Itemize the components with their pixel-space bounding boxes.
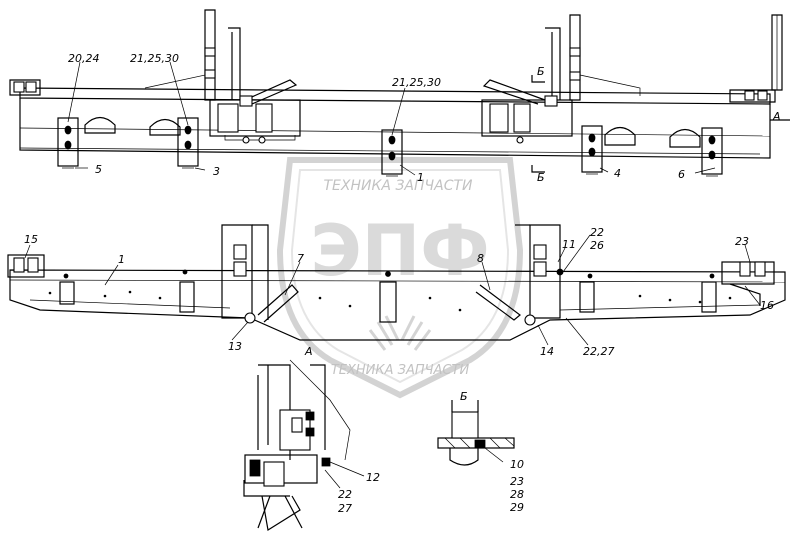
callout-6: 6 bbox=[678, 168, 685, 181]
callout-20-24: 20,24 bbox=[68, 52, 100, 65]
callout-29: 29 bbox=[510, 501, 524, 514]
detail-a-view bbox=[243, 359, 351, 531]
callout-13: 13 bbox=[228, 340, 242, 353]
callout-1-mid: 1 bbox=[118, 253, 125, 266]
callout-16: 16 bbox=[760, 299, 774, 312]
detail-b-view bbox=[437, 400, 515, 466]
bracket-center bbox=[381, 129, 403, 177]
callout-10: 10 bbox=[510, 458, 524, 471]
bracket-right-1 bbox=[581, 125, 603, 175]
callout-labels: 20,24 21,25,30 21,25,30 1 5 3 4 6 Б Б А … bbox=[24, 52, 781, 515]
callout-28: 28 bbox=[510, 488, 524, 501]
top-view-frame bbox=[9, 9, 790, 177]
callout-21-25-30-mid: 21,25,30 bbox=[392, 76, 441, 89]
callout-4: 4 bbox=[614, 167, 621, 180]
callout-22-detail: 22 bbox=[338, 488, 352, 501]
callout-8: 8 bbox=[477, 252, 484, 265]
callout-7: 7 bbox=[297, 252, 304, 265]
callout-23-mid: 23 bbox=[735, 235, 749, 248]
section-mark-b-bottom: Б bbox=[537, 171, 545, 184]
callout-11: 11 bbox=[562, 238, 576, 251]
watermark-logo-letters: ЭПФ bbox=[310, 210, 489, 292]
callout-14: 14 bbox=[540, 345, 554, 358]
watermark-top-text: ТЕХНИКА ЗАПЧАСТИ bbox=[323, 178, 473, 194]
callout-15: 15 bbox=[24, 233, 38, 246]
callout-22: 22 bbox=[590, 226, 604, 239]
detail-a-title: А bbox=[304, 345, 313, 358]
callout-21-25-30-left: 21,25,30 bbox=[130, 52, 179, 65]
callout-12: 12 bbox=[366, 471, 380, 484]
callout-1-top: 1 bbox=[417, 171, 424, 184]
detail-b-title: Б bbox=[460, 390, 468, 403]
callout-23-detail: 23 bbox=[510, 475, 524, 488]
section-mark-b-top: Б bbox=[537, 65, 545, 78]
callout-3: 3 bbox=[213, 165, 220, 178]
watermark-logo: ТЕХНИКА ЗАПЧАСТИ ЭПФ ТЕХНИКА ЗАПЧАСТИ bbox=[276, 157, 524, 399]
bracket-left-2 bbox=[177, 117, 199, 169]
bracket-right-2 bbox=[701, 127, 723, 177]
section-mark-a: А bbox=[772, 110, 781, 123]
callout-26: 26 bbox=[590, 239, 604, 252]
bracket-left-1 bbox=[57, 117, 79, 169]
callout-27-detail: 27 bbox=[338, 502, 352, 515]
side-view-frame bbox=[7, 224, 786, 341]
callout-5: 5 bbox=[95, 163, 102, 176]
watermark-bottom-text: ТЕХНИКА ЗАПЧАСТИ bbox=[331, 363, 470, 378]
leader-lines bbox=[24, 61, 761, 489]
callout-22-27-mid: 22,27 bbox=[583, 345, 615, 358]
